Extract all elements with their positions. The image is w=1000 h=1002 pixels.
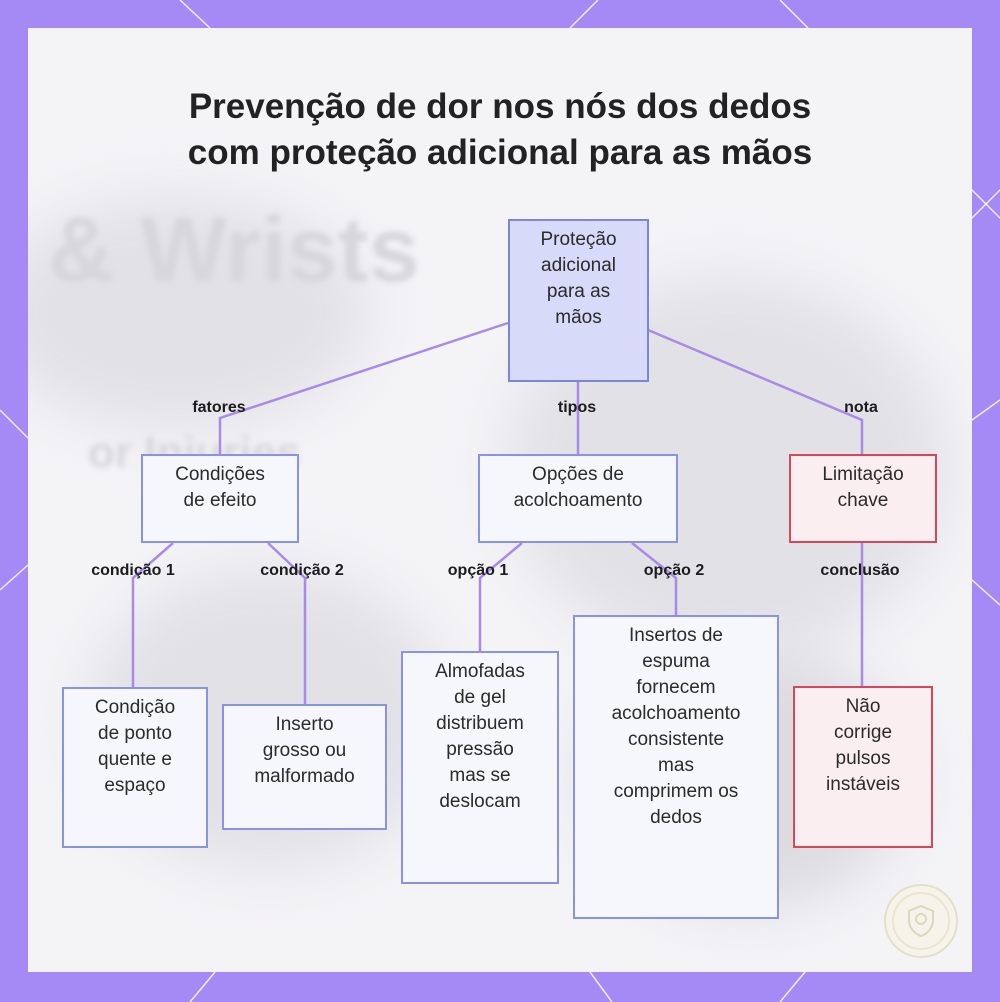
- node-text: de efeito: [149, 488, 291, 514]
- node-text: instáveis: [801, 772, 925, 798]
- node-text: fornecem: [581, 675, 771, 701]
- node-thick-insert: Inserto grosso ou malformado: [222, 704, 387, 830]
- node-text: Insertos de: [581, 623, 771, 649]
- node-padding-options: Opções de acolchoamento: [478, 454, 678, 543]
- node-text: para as: [516, 279, 641, 305]
- node-foam-inserts: Insertos de espuma fornecem acolchoament…: [573, 615, 779, 919]
- node-conditions: Condições de efeito: [141, 454, 299, 543]
- shield-badge-icon: [884, 884, 958, 958]
- edge-label-condicao2: condição 2: [260, 562, 344, 580]
- edge-label-fatores: fatores: [192, 399, 245, 417]
- node-text: acolchoamento: [486, 488, 670, 514]
- node-text: quente e: [70, 747, 200, 773]
- node-text: comprimem os: [581, 779, 771, 805]
- node-text: de ponto: [70, 721, 200, 747]
- edge-nota: [648, 330, 862, 455]
- node-text: Inserto: [230, 712, 379, 738]
- node-text: de gel: [409, 685, 551, 711]
- node-unstable-wrists: Não corrige pulsos instáveis: [793, 686, 933, 848]
- node-text: Almofadas: [409, 659, 551, 685]
- edge-label-conclusao: conclusão: [820, 562, 899, 580]
- node-text: Limitação: [797, 462, 929, 488]
- node-text: espuma: [581, 649, 771, 675]
- node-hotspot: Condição de ponto quente e espaço: [62, 687, 208, 848]
- node-text: Condição: [70, 695, 200, 721]
- edge-opcao1: [480, 543, 522, 652]
- edge-label-nota: nota: [844, 399, 878, 417]
- node-text: espaço: [70, 773, 200, 799]
- node-text: Proteção: [516, 227, 641, 253]
- node-text: Opções de: [486, 462, 670, 488]
- node-key-limitation: Limitação chave: [789, 454, 937, 543]
- node-text: acolchoamento: [581, 701, 771, 727]
- node-text: adicional: [516, 253, 641, 279]
- node-text: mãos: [516, 305, 641, 331]
- node-text: malformado: [230, 764, 379, 790]
- node-text: deslocam: [409, 789, 551, 815]
- node-text: mas se: [409, 763, 551, 789]
- shield-icon: [906, 904, 936, 938]
- edge-label-opcao1: opção 1: [448, 562, 508, 580]
- edge-label-condicao1: condição 1: [91, 562, 175, 580]
- node-text: distribuem: [409, 711, 551, 737]
- node-gel-pads: Almofadas de gel distribuem pressão mas …: [401, 651, 559, 884]
- node-text: consistente: [581, 727, 771, 753]
- node-text: mas: [581, 753, 771, 779]
- node-text: pressão: [409, 737, 551, 763]
- node-text: chave: [797, 488, 929, 514]
- node-text: Condições: [149, 462, 291, 488]
- edge-label-tipos: tipos: [558, 399, 596, 417]
- edge-label-opcao2: opção 2: [644, 562, 704, 580]
- node-text: Não: [801, 694, 925, 720]
- node-root: Proteção adicional para as mãos: [508, 219, 649, 382]
- node-text: grosso ou: [230, 738, 379, 764]
- node-text: pulsos: [801, 746, 925, 772]
- edge-fatores: [220, 323, 508, 455]
- node-text: dedos: [581, 805, 771, 831]
- node-text: corrige: [801, 720, 925, 746]
